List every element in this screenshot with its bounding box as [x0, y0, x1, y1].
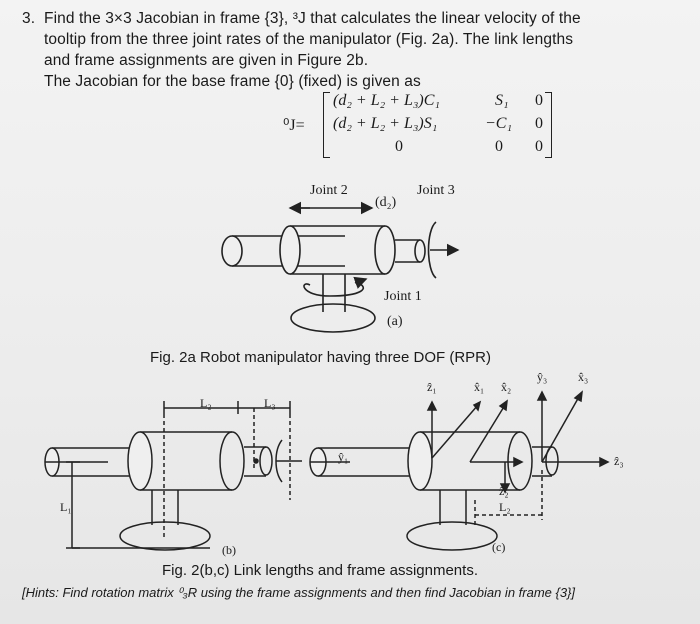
- fig2c-sublabel: (c): [492, 540, 506, 554]
- fig2a-caption: Fig. 2a Robot manipulator having three D…: [150, 349, 491, 366]
- matrix-cell-r2c3: 0: [535, 115, 543, 132]
- matrix-cell-r2c1: (d₂ + L₂ + L₃)S₁: [333, 115, 438, 132]
- matrix-cell-r1c2: S₁: [495, 92, 509, 109]
- matrix-cell-r1c1: (d₂ + L₂ + L₃)C₁: [333, 92, 440, 109]
- matrix-right-bracket: [545, 92, 552, 158]
- joint1-label: Joint 1: [384, 289, 422, 304]
- problem-line-2: tooltip from the three joint rates of th…: [44, 31, 574, 48]
- problem-number: 3.: [22, 10, 36, 27]
- hint-text: [Hints: Find rotation matrix ⁰₃R using t…: [22, 585, 576, 600]
- label-z3: ẑ₃: [614, 454, 624, 468]
- fig2bc-caption: Fig. 2(b,c) Link lengths and frame assig…: [162, 562, 478, 579]
- matrix-cell-r3c2: 0: [495, 138, 503, 155]
- matrix-lhs: ⁰J=: [283, 117, 305, 134]
- problem-line-4: The Jacobian for the base frame {0} (fix…: [44, 73, 421, 90]
- matrix-cell-r1c3: 0: [535, 92, 543, 109]
- label-x3: x̂₃: [578, 370, 589, 384]
- label-x2: x̂₂: [501, 380, 512, 394]
- label-y3: ŷ₃: [537, 370, 548, 384]
- label-L1-b: L₁: [60, 500, 72, 514]
- matrix-cell-r3c1: 0: [395, 138, 403, 155]
- problem-statement: 3. Find the 3×3 Jacobian in frame {3}, ³…: [22, 8, 682, 92]
- joint3-label: Joint 3: [417, 183, 455, 198]
- problem-line-3: and frame assignments are given in Figur…: [44, 52, 369, 69]
- fig2b-sublabel: (b): [222, 543, 236, 557]
- d2-label: (d₂): [375, 195, 397, 210]
- label-x1: x̂₁: [474, 380, 485, 394]
- label-z2: ẑ₂: [499, 484, 509, 498]
- label-L2-b: L₂: [200, 396, 212, 410]
- matrix-cell-r3c3: 0: [535, 138, 543, 155]
- joint2-label: Joint 2: [310, 183, 348, 198]
- matrix-left-bracket: [323, 92, 330, 158]
- problem-line-1: Find the 3×3 Jacobian in frame {3}, ³J t…: [44, 10, 581, 27]
- label-z1: ẑ₁: [427, 380, 437, 394]
- fig2a-sublabel: (a): [387, 314, 403, 329]
- matrix-cell-r2c2: −C₁: [485, 115, 513, 132]
- label-y1: ŷ₁: [338, 450, 349, 464]
- label-L3-b: L₃: [264, 396, 276, 410]
- label-L2-c: L₂: [499, 500, 511, 514]
